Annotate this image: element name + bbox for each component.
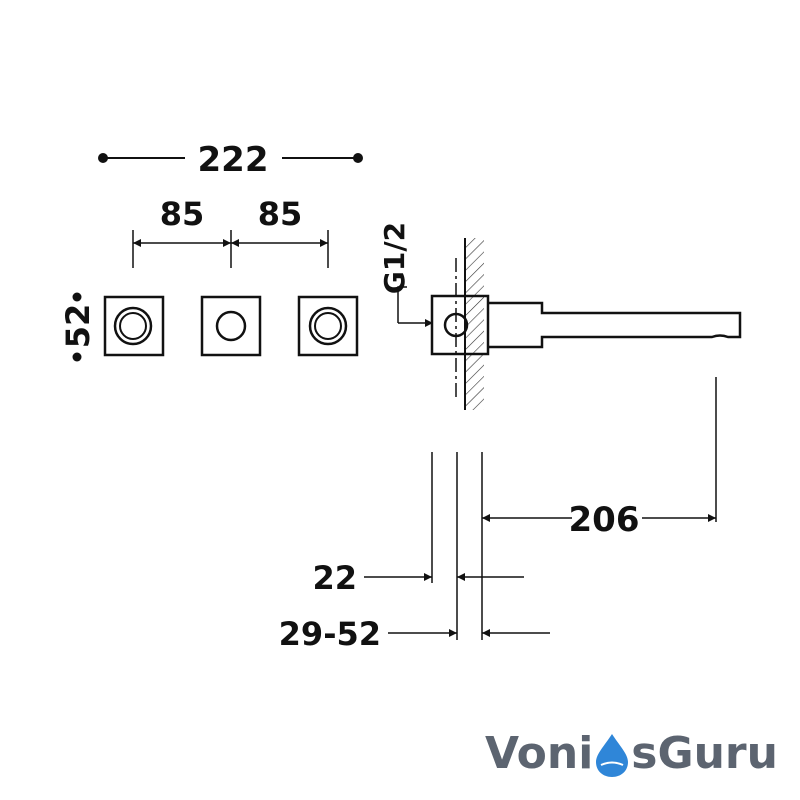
dimension-endpoint (72, 352, 82, 362)
logo-text: Voni sGuru (485, 728, 778, 779)
knob (215, 310, 247, 342)
control-plate-left (103, 295, 165, 357)
connection-callout: G1/2 (378, 222, 433, 327)
control-plate-center (200, 295, 262, 357)
knob-outer-ring (113, 306, 153, 346)
connection-bore (443, 312, 469, 338)
wall-hatching (465, 238, 484, 410)
water-drop-icon (596, 734, 628, 777)
logo-text-part-2: sGuru (631, 728, 778, 779)
knob-outer-ring (308, 306, 348, 346)
connection-label: G1/2 (378, 222, 411, 294)
spout-projection-label: 206 (569, 500, 640, 540)
logo-text-part-1: Voni (485, 728, 593, 779)
knob-inner-ring (314, 312, 342, 340)
voniosguru-logo: Voni sGuru (485, 728, 778, 779)
control-spacing-dimension: 85 85 (132, 195, 329, 268)
spout-body (488, 301, 742, 349)
control-plate-right (297, 295, 359, 357)
spacing-right-label: 85 (258, 195, 303, 233)
dimension-endpoint (72, 292, 82, 302)
knob-inner-ring (119, 312, 147, 340)
spout-projection-dimension: 206 (482, 500, 716, 540)
plate-height-dimension: 52 (59, 292, 97, 362)
water-drop-wave (600, 761, 624, 766)
spout-side-view (430, 238, 742, 410)
dimension-endpoint (353, 153, 363, 163)
wall-range-dimension: 29-52 (279, 615, 550, 653)
overall-width-dimension: 222 (98, 140, 363, 180)
plate-thickness-dimension: 22 (312, 559, 524, 597)
total-width-label: 222 (198, 140, 269, 180)
plate-height-label: 52 (59, 304, 97, 349)
wall-range-label: 29-52 (279, 615, 381, 653)
leader-line (397, 286, 407, 323)
spacing-left-label: 85 (160, 195, 205, 233)
wall-flange (430, 294, 490, 356)
plate-thickness-label: 22 (312, 559, 357, 597)
